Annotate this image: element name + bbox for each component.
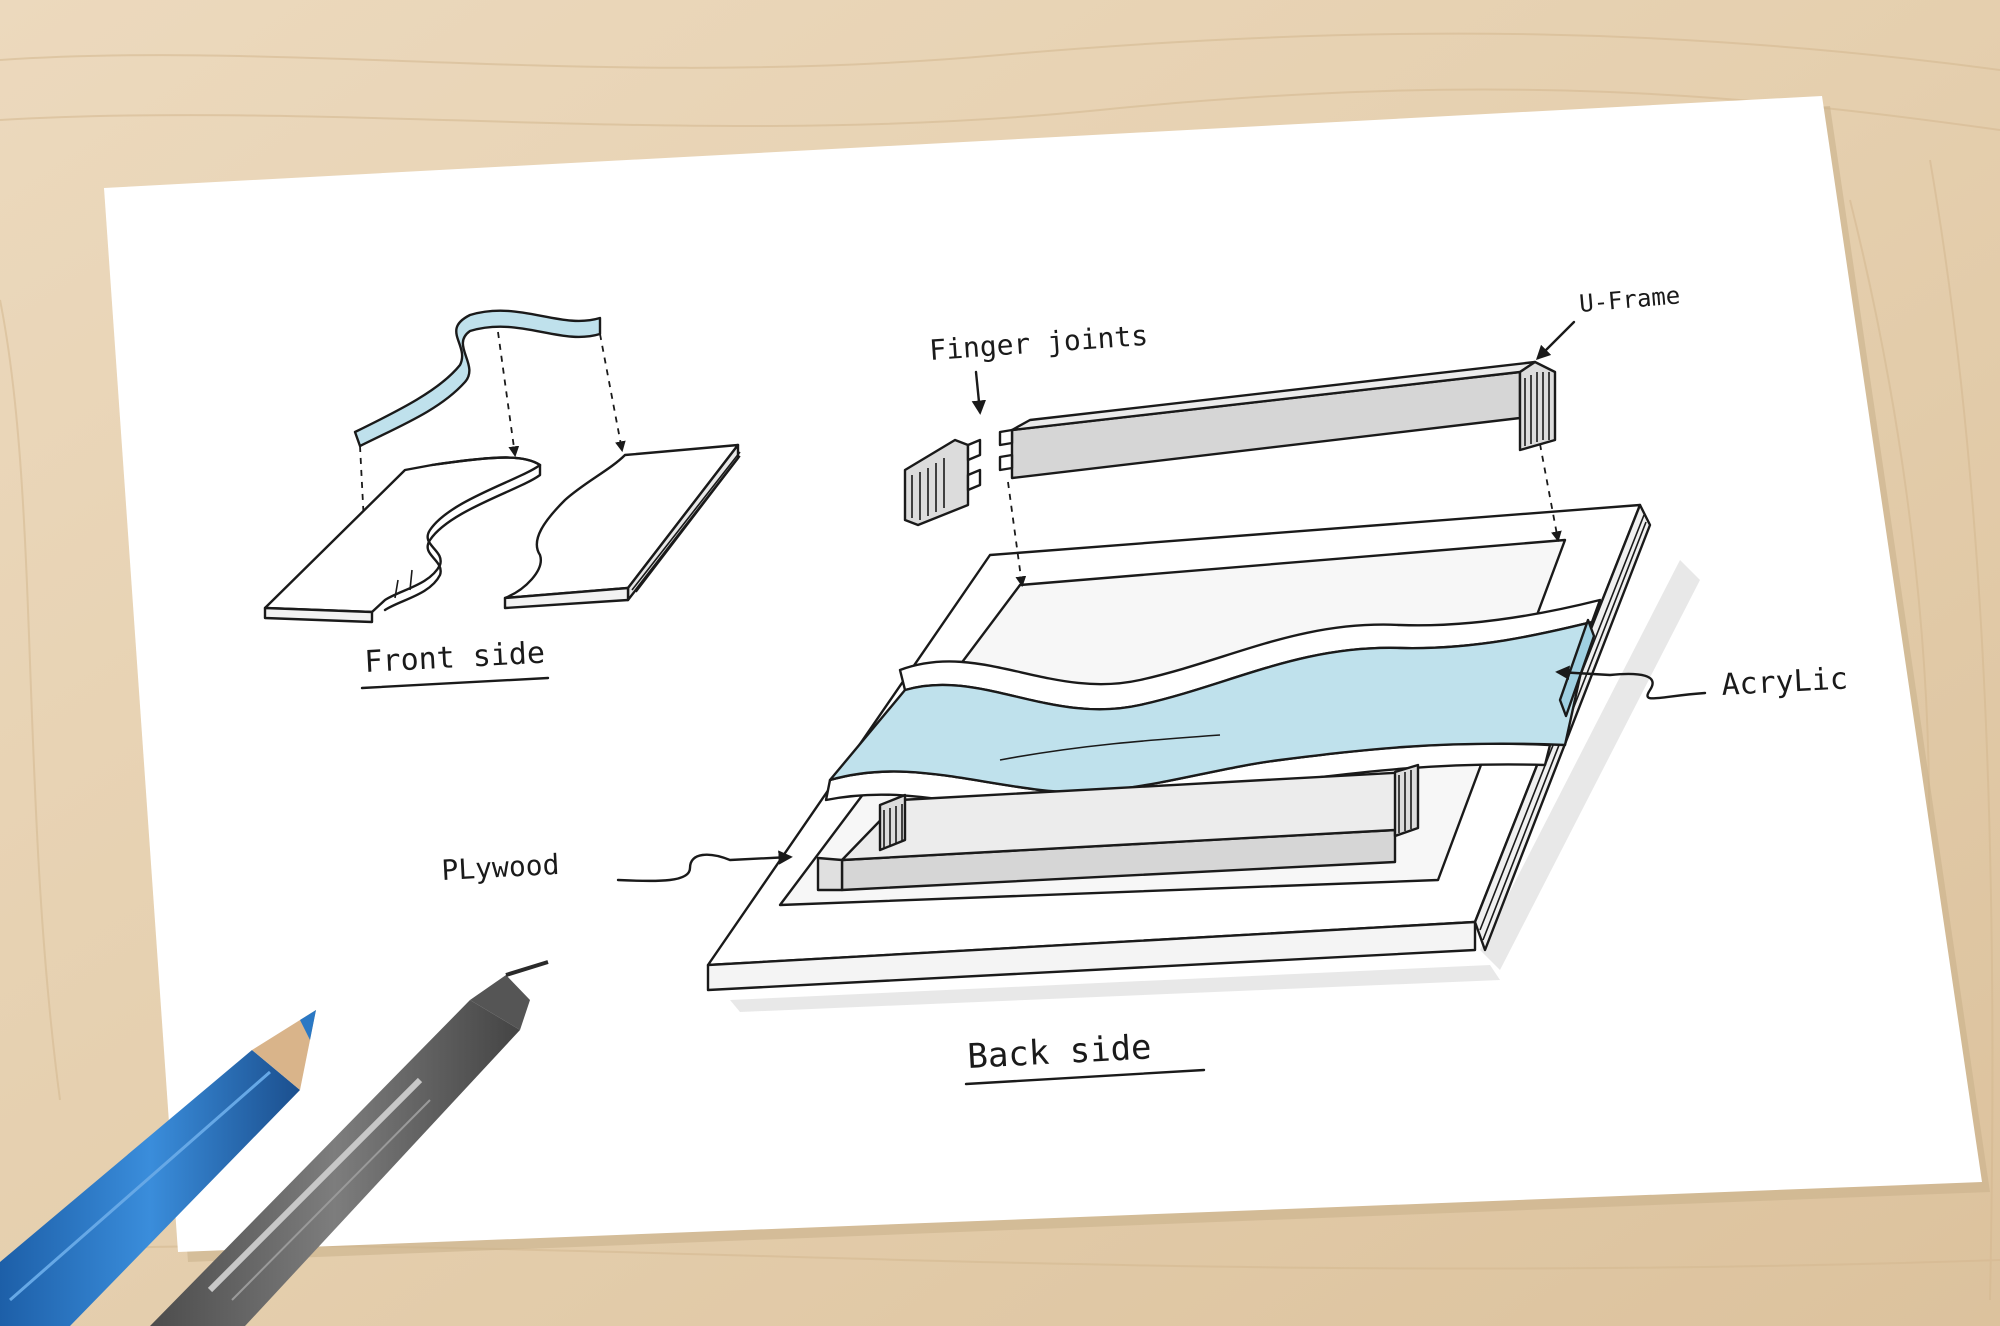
back-side-diagram xyxy=(706,503,1700,1012)
front-right-plywood xyxy=(503,443,740,600)
front-side-diagram xyxy=(263,309,741,624)
plywood-label: PLywood xyxy=(441,848,561,887)
back-side-label: Back side xyxy=(966,1027,1152,1077)
blue-colored-pencil-icon xyxy=(0,1010,316,1326)
u-frame-assembly xyxy=(903,360,1562,588)
gray-fineliner-pen-icon xyxy=(150,960,549,1326)
back-acrylic-river xyxy=(828,620,1594,794)
acrylic-label: AcryLic xyxy=(1721,661,1849,703)
wood-grain xyxy=(0,32,2000,1301)
